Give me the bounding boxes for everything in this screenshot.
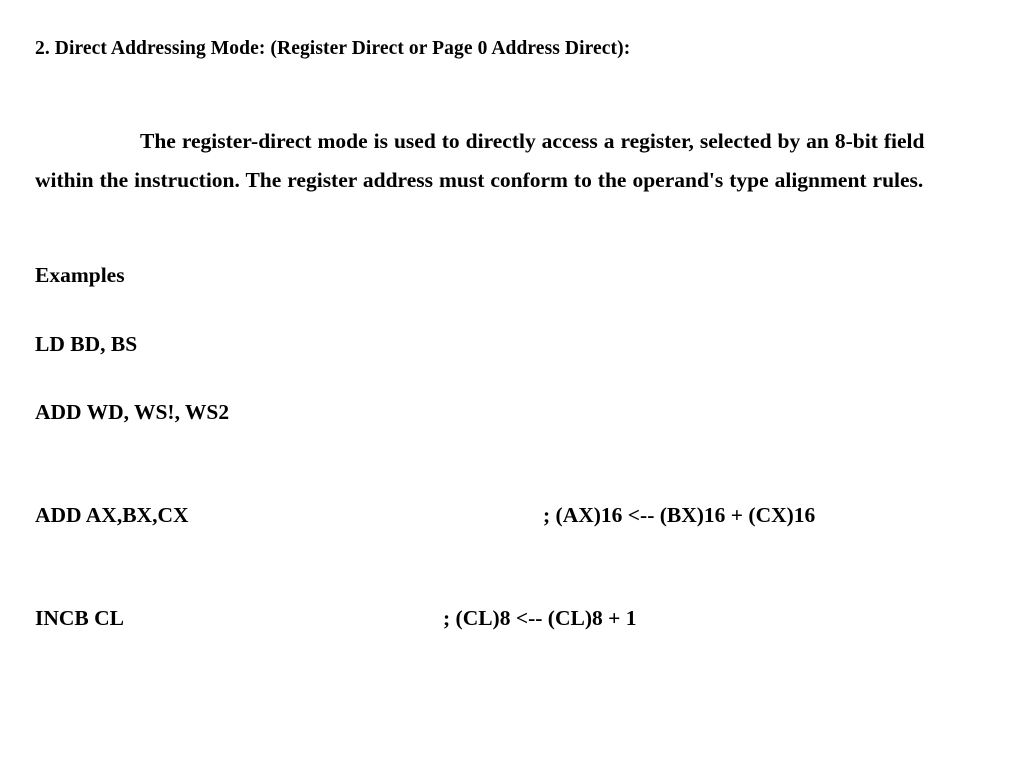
page-title: 2. Direct Addressing Mode: (Register Dir… (35, 38, 631, 59)
code-mnemonic-incb-cl: INCB CL (35, 606, 125, 630)
code-comment-incb-cl: ; (CL)8 <-- (CL)8 + 1 (443, 606, 637, 630)
code-comment-add-ax: ; (AX)16 <-- (BX)16 + (CX)16 (543, 503, 816, 527)
code-line-incb-cl: INCB CL ; (CL)8 <-- (CL)8 + 1 (35, 604, 985, 632)
code-line-add-ax: ADD AX,BX,CX ; (AX)16 <-- (BX)16 + (CX)16 (35, 501, 985, 529)
code-line-add-wd: ADD WD, WS!, WS2 (35, 400, 230, 424)
examples-heading: Examples (35, 263, 125, 287)
code-mnemonic-add-ax: ADD AX,BX,CX (35, 503, 189, 527)
code-line-ld-bd-bs: LD BD, BS (35, 332, 138, 356)
description-paragraph: The register-direct mode is used to dire… (35, 129, 925, 192)
